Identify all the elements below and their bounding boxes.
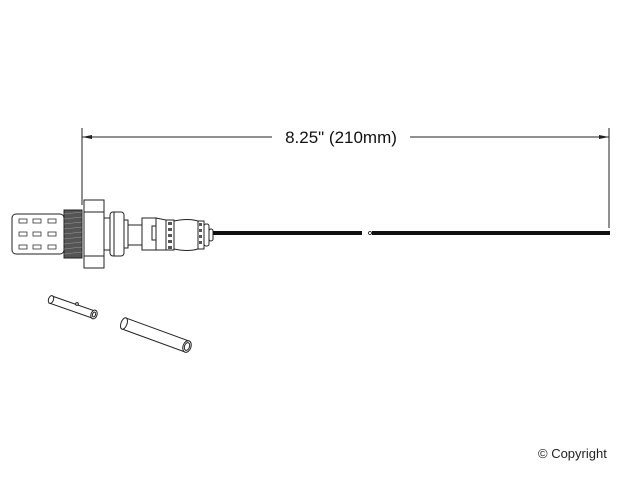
copyright-notice: © Copyright	[538, 446, 607, 461]
arrow-right-icon	[599, 135, 609, 139]
dimension-line	[81, 128, 610, 228]
butt-connector-small	[47, 295, 98, 320]
sensor-body	[11, 199, 214, 269]
wire-break-marker	[368, 231, 372, 235]
arrow-left-icon	[82, 135, 92, 139]
dimension-label: 8.25" (210mm)	[285, 128, 397, 147]
heat-shrink-tube	[120, 317, 192, 353]
